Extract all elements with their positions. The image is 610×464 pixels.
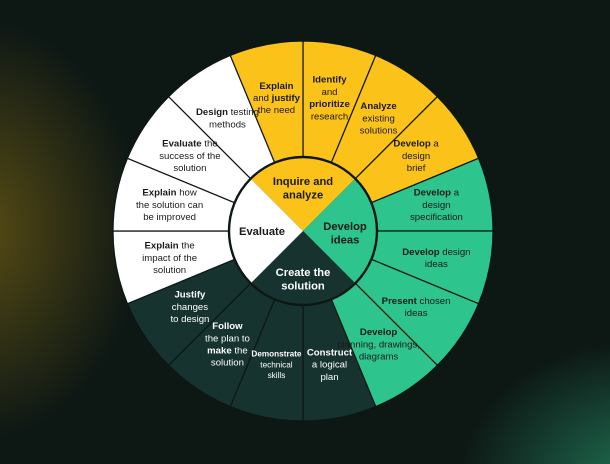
inner-ring: [227, 155, 379, 307]
center-quadrant-develop: [303, 178, 377, 284]
center-quadrant-evaluate: [229, 178, 303, 284]
center-quadrant-create: [250, 231, 356, 305]
center-quadrant-inquire: [250, 157, 356, 231]
center-label-evaluate: Evaluate: [239, 226, 285, 238]
